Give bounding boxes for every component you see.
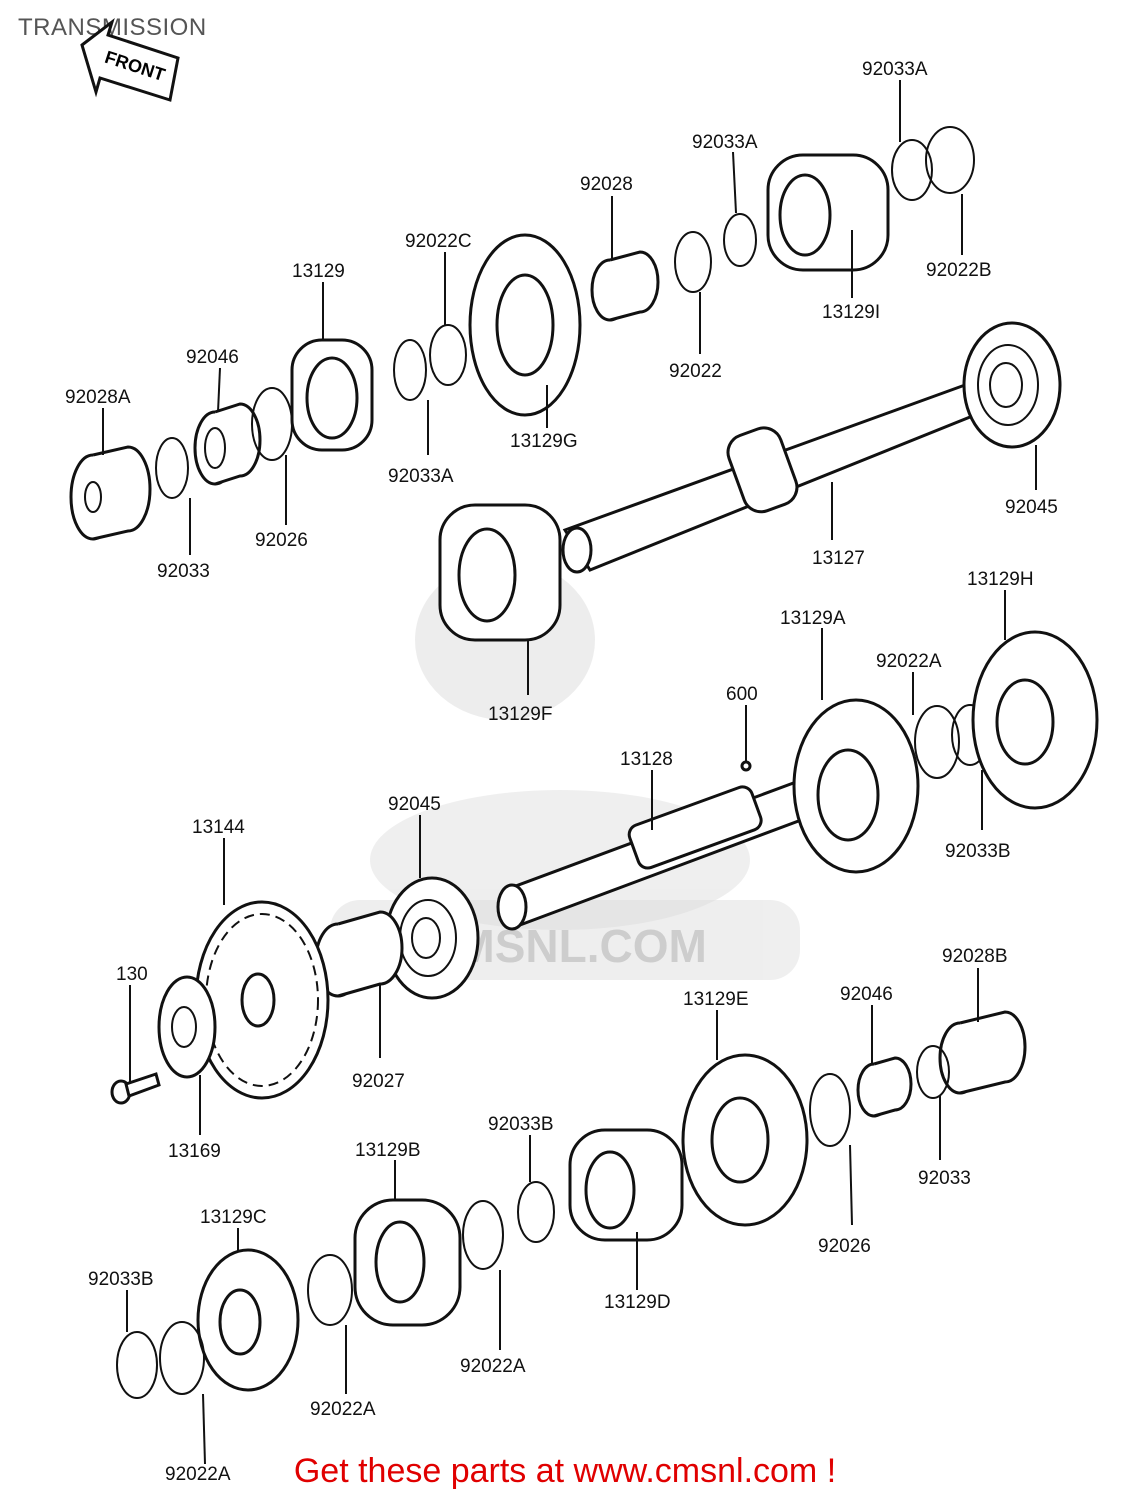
label-92033B-right: 92033B: [945, 841, 1011, 862]
label-13129F: 13129F: [488, 704, 552, 725]
part-13129I-gear[interactable]: [766, 153, 890, 272]
part-92033-circlip-low[interactable]: [916, 1045, 950, 1099]
label-92046-low: 92046: [840, 984, 893, 1005]
label-92033-top: 92033: [157, 561, 210, 582]
label-13129D: 13129D: [604, 1292, 671, 1313]
label-92046-top: 92046: [186, 347, 239, 368]
label-92033A-mid: 92033A: [692, 132, 758, 153]
label-92022C: 92022C: [405, 231, 472, 252]
label-92033B-mid: 92033B: [488, 1114, 554, 1135]
label-92026-low: 92026: [818, 1236, 871, 1257]
promo-link[interactable]: Get these parts at www.cmsnl.com !: [293, 1452, 837, 1490]
part-92022-washer[interactable]: [674, 231, 712, 293]
part-92033A-circlip-3[interactable]: [891, 139, 933, 201]
label-92033A-low: 92033A: [388, 466, 454, 487]
label-92028A: 92028A: [65, 387, 131, 408]
part-130-bolt[interactable]: [110, 1072, 161, 1105]
part-92022A-washer-left[interactable]: [307, 1254, 353, 1326]
part-92028B-bush[interactable]: [938, 1010, 1027, 1095]
part-92028A-collar[interactable]: [69, 445, 152, 541]
label-92022B: 92022B: [926, 260, 992, 281]
leader-lines: [102, 80, 1037, 1465]
part-13129H-gear[interactable]: [971, 630, 1099, 810]
label-92022A-left: 92022A: [310, 1399, 376, 1420]
label-13129A: 13129A: [780, 608, 846, 629]
front-arrow-icon: FRONT: [80, 17, 180, 102]
part-13129A-gear[interactable]: [792, 698, 920, 874]
label-92022: 92022: [669, 361, 722, 382]
part-92033A-circlip[interactable]: [393, 339, 427, 401]
part-92033A-circlip-2[interactable]: [723, 213, 757, 267]
lower-gear-stack: [116, 1010, 1027, 1399]
part-92022A-washer-bottom[interactable]: [159, 1321, 205, 1395]
label-130: 130: [116, 964, 148, 985]
part-92033-circlip[interactable]: [155, 437, 189, 499]
label-13144: 13144: [192, 817, 245, 838]
label-92027: 92027: [352, 1071, 405, 1092]
part-92045-bearing[interactable]: [962, 321, 1062, 449]
label-13129H: 13129H: [967, 569, 1034, 590]
label-600: 600: [726, 684, 758, 705]
part-13144-sprocket[interactable]: [194, 900, 330, 1100]
part-600-ball[interactable]: [740, 760, 752, 772]
part-13129G-gear[interactable]: [468, 233, 582, 417]
label-92028: 92028: [580, 174, 633, 195]
part-92033B-circlip-mid[interactable]: [517, 1181, 555, 1243]
label-13128: 13128: [620, 749, 673, 770]
label-13129E: 13129E: [683, 989, 749, 1010]
label-92022A-right: 92022A: [876, 651, 942, 672]
part-92022A-washer-mid[interactable]: [462, 1200, 504, 1270]
part-labels: 92033A 92033A 92028 92022C 13129 92046 9…: [65, 59, 1058, 1485]
part-13129E-gear[interactable]: [681, 1053, 809, 1227]
label-13127: 13127: [812, 548, 865, 569]
part-92022B-washer[interactable]: [925, 126, 975, 194]
part-13127-shaft[interactable]: [561, 383, 977, 574]
part-13128-shaft[interactable]: [496, 773, 830, 931]
part-13129D-gear[interactable]: [568, 1128, 684, 1242]
label-13129: 13129: [292, 261, 345, 282]
part-13129F-gear[interactable]: [438, 503, 562, 642]
label-13129G: 13129G: [510, 431, 578, 452]
part-92033B-circlip-left[interactable]: [116, 1331, 158, 1399]
part-92022A-washer-right[interactable]: [914, 705, 960, 779]
label-92022A-bottom: 92022A: [165, 1464, 231, 1485]
label-13169: 13169: [168, 1141, 221, 1162]
label-13129I: 13129I: [822, 302, 880, 323]
label-92028B: 92028B: [942, 946, 1008, 967]
upper-shaft-assembly: [69, 126, 1062, 642]
part-92046-bearing-low[interactable]: [856, 1056, 913, 1118]
label-92033B-left: 92033B: [88, 1269, 154, 1290]
label-13129C: 13129C: [200, 1207, 267, 1228]
part-13129B-gear[interactable]: [353, 1198, 462, 1327]
part-92028-bush[interactable]: [590, 250, 660, 322]
part-92022C-washer[interactable]: [429, 324, 467, 386]
label-13129B: 13129B: [355, 1140, 421, 1161]
label-92033A-top: 92033A: [862, 59, 928, 80]
output-shaft-assembly: [110, 630, 1099, 1105]
part-92026-washer-low[interactable]: [809, 1073, 851, 1147]
label-92045-mid: 92045: [388, 794, 441, 815]
label-92045-top: 92045: [1005, 497, 1058, 518]
part-92046-bearing[interactable]: [193, 402, 262, 486]
part-92027-collar[interactable]: [314, 910, 404, 998]
label-92033-low: 92033: [918, 1168, 971, 1189]
part-13129C-gear[interactable]: [196, 1248, 300, 1392]
label-92022A-mid: 92022A: [460, 1356, 526, 1377]
part-13129-gear[interactable]: [290, 338, 374, 452]
part-13169-plate[interactable]: [157, 975, 217, 1079]
label-92026-top: 92026: [255, 530, 308, 551]
